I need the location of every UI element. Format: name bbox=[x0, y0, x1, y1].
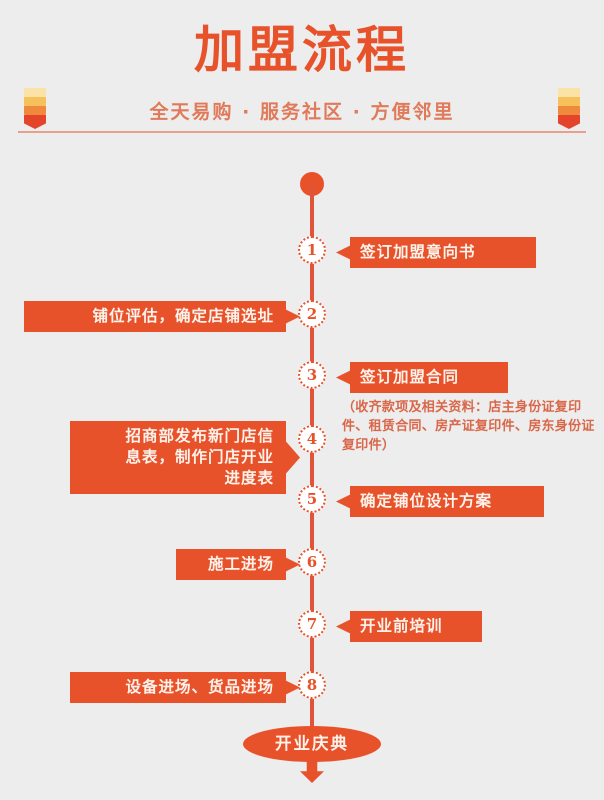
step-node-2[interactable]: 2 bbox=[298, 300, 326, 328]
timeline-spine bbox=[310, 186, 314, 731]
page-subtitle: 全天易购 · 服务社区 · 方便邻里 bbox=[149, 101, 455, 123]
step-label-6[interactable]: 施工进场 bbox=[176, 549, 300, 580]
header-divider bbox=[18, 131, 586, 133]
step-node-8[interactable]: 8 bbox=[298, 671, 326, 699]
step-label-8[interactable]: 设备进场、货品进场 bbox=[70, 672, 300, 703]
page-title: 加盟流程 bbox=[194, 21, 410, 79]
step-label-3[interactable]: 签订加盟合同 bbox=[336, 362, 508, 393]
step-label-7[interactable]: 开业前培训 bbox=[336, 611, 482, 642]
chevron-stack-icon bbox=[558, 88, 580, 130]
step-node-5[interactable]: 5 bbox=[298, 485, 326, 513]
step-node-6[interactable]: 6 bbox=[298, 548, 326, 576]
step-note-3: （收齐款项及相关资料：店主身份证复印件、租赁合同、房产证复印件、房东身份证复印件… bbox=[342, 400, 595, 453]
step-node-4[interactable]: 4 bbox=[298, 425, 326, 453]
step-label-1[interactable]: 签订加盟意向书 bbox=[336, 237, 536, 268]
finale-badge[interactable]: 开业庆典 bbox=[243, 726, 381, 762]
step-node-7[interactable]: 7 bbox=[298, 610, 326, 638]
step-label-4[interactable]: 招商部发布新门店信 息表，制作门店开业 进度表 bbox=[70, 421, 300, 494]
chevron-stack-icon bbox=[24, 88, 46, 130]
step-label-5[interactable]: 确定铺位设计方案 bbox=[336, 486, 544, 517]
step-node-3[interactable]: 3 bbox=[298, 361, 326, 389]
step-label-2[interactable]: 铺位评估，确定店铺选址 bbox=[24, 301, 300, 332]
step-node-1[interactable]: 1 bbox=[298, 236, 326, 264]
header: 加盟流程 全天易购 · 服务社区 · 方便邻里 bbox=[0, 0, 604, 145]
